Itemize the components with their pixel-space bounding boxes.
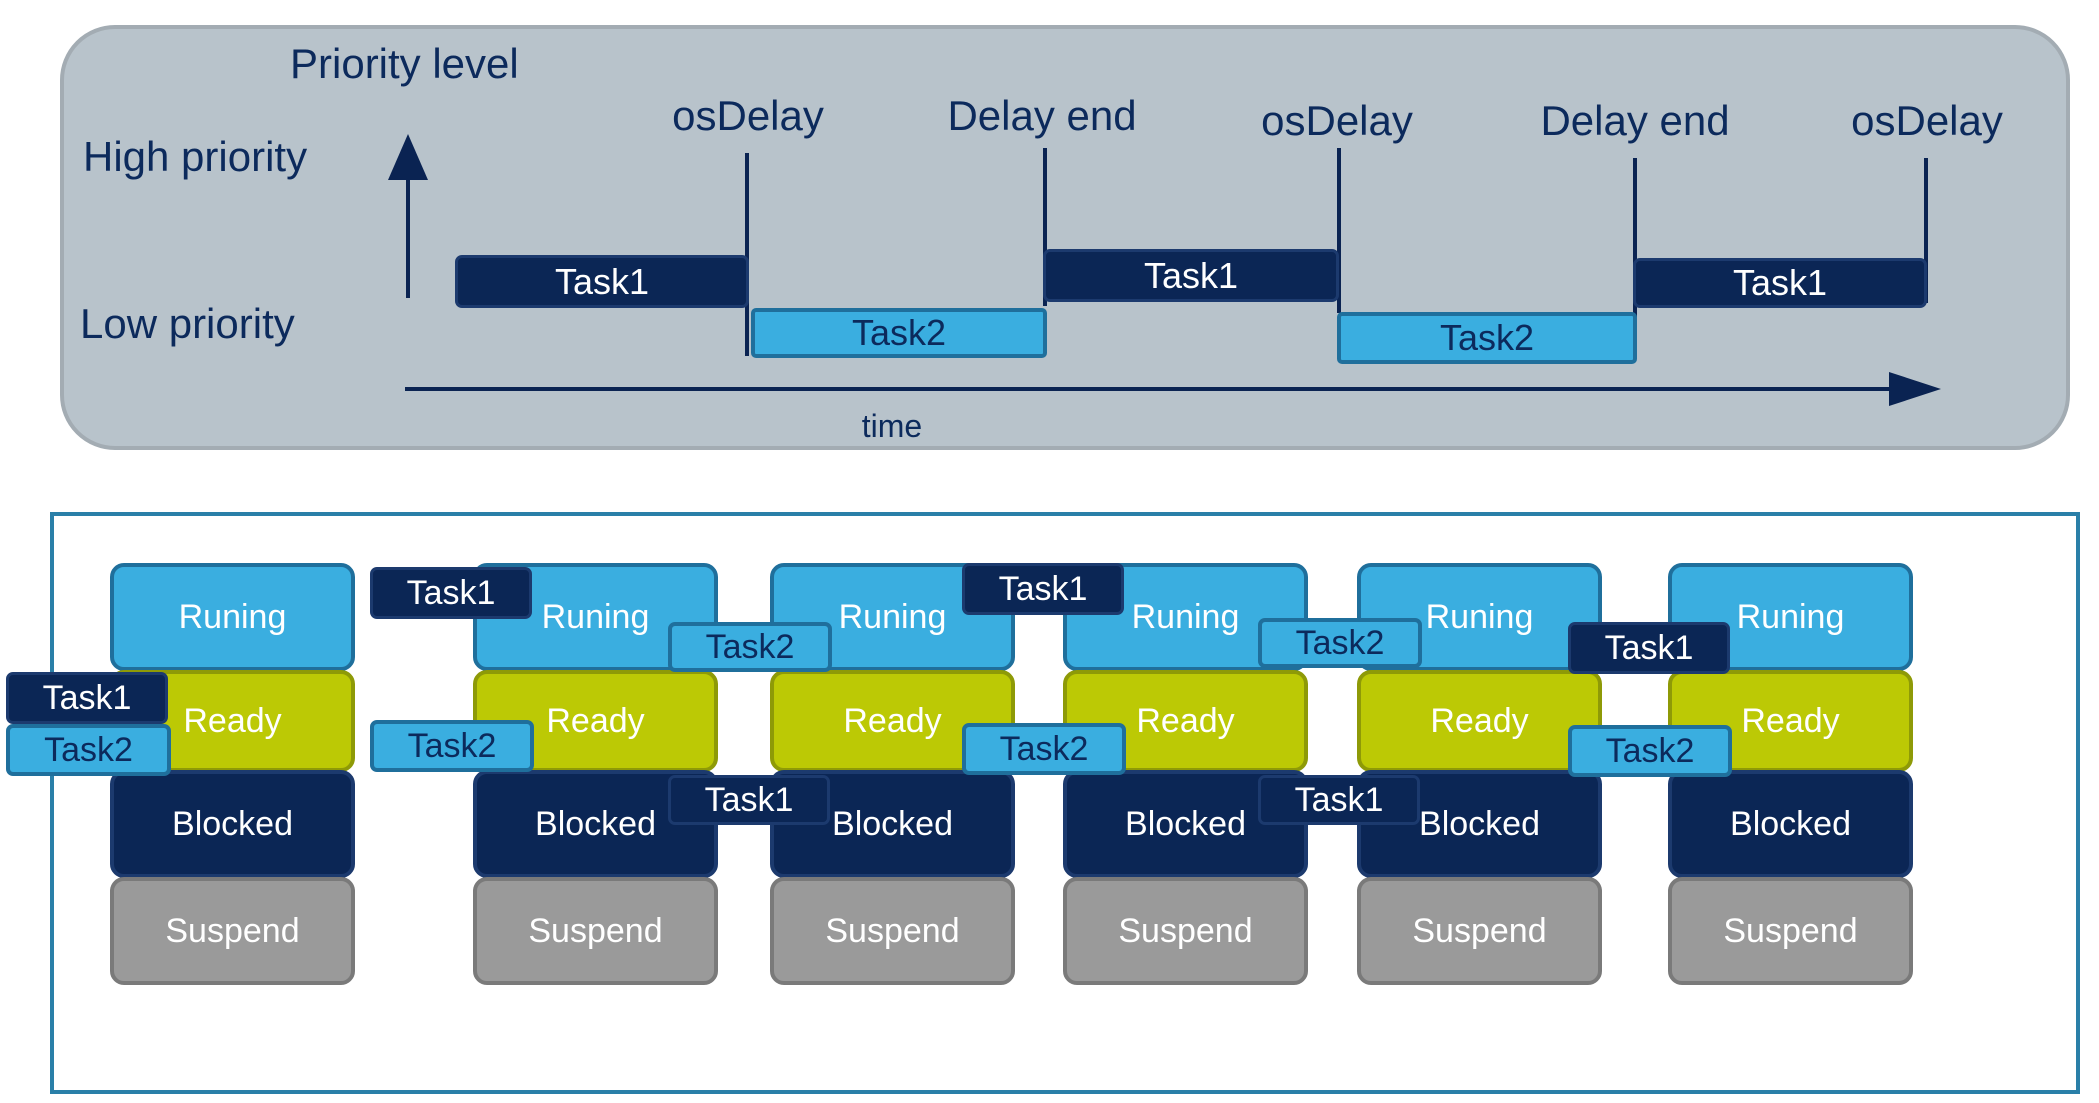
task-tag: Task2: [1568, 725, 1732, 777]
task-bar: Task1: [1043, 249, 1339, 302]
task-bar: Task2: [1337, 312, 1637, 364]
task-tag: Task2: [668, 622, 832, 672]
event-marker-line: [1337, 148, 1341, 313]
state-suspend: Suspend: [1668, 877, 1913, 985]
low-priority-label: Low priority: [80, 300, 295, 347]
task-tag: Task1: [370, 567, 532, 619]
event-label: osDelay: [1261, 97, 1413, 144]
task-tag: Task2: [6, 724, 171, 776]
state-suspend: Suspend: [1063, 877, 1308, 985]
event-label: Delay end: [1540, 97, 1730, 144]
event-marker-line: [1633, 158, 1637, 358]
task-tag: Task1: [6, 672, 168, 724]
event-label: osDelay: [1851, 97, 2003, 144]
task-tag: Task1: [962, 563, 1124, 615]
task-bar: Task1: [455, 255, 749, 308]
task-tag: Task2: [1258, 618, 1422, 668]
state-blocked: Blocked: [110, 770, 355, 878]
priority-timeline-panel: [60, 25, 2070, 450]
task-tag: Task2: [962, 723, 1126, 775]
event-label: osDelay: [672, 92, 824, 139]
task-tag: Task1: [668, 775, 830, 825]
task-bar: Task2: [751, 308, 1047, 358]
state-suspend: Suspend: [770, 877, 1015, 985]
state-running: Runing: [110, 563, 355, 671]
arrow-right-icon: [405, 372, 1941, 406]
arrow-up-icon: [388, 134, 428, 298]
task-tag: Task2: [370, 720, 534, 772]
event-label: Delay end: [947, 92, 1137, 139]
task-tag: Task1: [1258, 775, 1420, 825]
event-marker-line: [1924, 158, 1928, 303]
task-tag: Task1: [1568, 622, 1730, 674]
state-suspend: Suspend: [110, 877, 355, 985]
state-suspend: Suspend: [1357, 877, 1602, 985]
y-axis-title: Priority level: [290, 40, 519, 87]
state-suspend: Suspend: [473, 877, 718, 985]
task-bar: Task1: [1633, 258, 1927, 308]
state-ready: Ready: [1357, 670, 1602, 772]
x-axis-label: time: [861, 408, 923, 444]
event-marker-line: [745, 153, 749, 356]
event-marker-line: [1043, 148, 1047, 306]
high-priority-label: High priority: [83, 133, 308, 180]
state-blocked: Blocked: [1668, 770, 1913, 878]
